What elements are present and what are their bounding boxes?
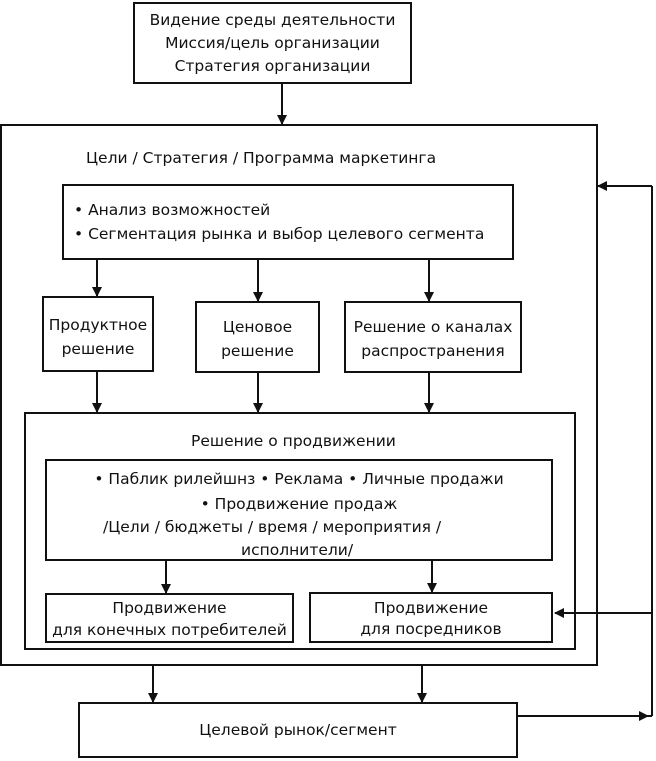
channels-decision-line-1: Решение о каналах: [353, 318, 513, 336]
marketing-title: Цели / Стратегия / Программа маркетинга: [86, 149, 437, 167]
price-decision-line-2: решение: [221, 342, 294, 360]
product-decision-line-1: Продуктное: [48, 316, 148, 334]
promotion-title: Решение о продвижении: [191, 432, 396, 450]
analysis-box: • Анализ возможностей • Сегментация рынк…: [62, 184, 514, 260]
promotion-consumers-box: Продвижение для конечных потребителей: [45, 593, 294, 643]
promotion-mix-line-4: исполнители/: [241, 541, 354, 559]
analysis-item-opportunities: • Анализ возможностей: [74, 201, 271, 219]
product-decision-line-2: решение: [61, 340, 135, 358]
strategy-line-2: Миссия/цель организации: [165, 34, 380, 52]
promotion-mix-line-3: /Цели / бюджеты / время / мероприятия /: [103, 518, 442, 536]
promotion-consumers-line-1: Продвижение: [112, 599, 227, 617]
channels-decision-line-2: распространения: [361, 342, 505, 360]
target-market-label: Целевой рынок/сегмент: [199, 721, 397, 739]
promotion-intermediaries-box: Продвижение для посредников: [309, 592, 553, 643]
promotion-consumers-line-2: для конечных потребителей: [52, 621, 287, 639]
promotion-intermediaries-line-1: Продвижение: [373, 599, 489, 617]
strategy-line-1: Видение среды деятельности: [149, 11, 396, 29]
strategy-box: Видение среды деятельности Миссия/цель о…: [133, 2, 412, 84]
strategy-line-3: Стратегия организации: [174, 57, 371, 75]
target-market-box: Целевой рынок/сегмент: [78, 702, 518, 758]
promotion-frame: [24, 412, 576, 650]
promotion-mix-line-2: • Продвижение продаж: [200, 495, 398, 513]
promotion-mix-line-1: • Паблик рилейшнз • Реклама • Личные про…: [94, 470, 504, 488]
promotion-mix-box: • Паблик рилейшнз • Реклама • Личные про…: [45, 459, 553, 561]
promotion-intermediaries-line-2: для посредников: [360, 620, 502, 638]
price-decision-line-1: Ценовое: [222, 318, 293, 336]
marketing-frame: [0, 124, 598, 666]
channels-decision-box: Решение о каналах распространения: [344, 301, 522, 373]
product-decision-box: Продуктное решение: [42, 296, 154, 372]
price-decision-box: Ценовое решение: [195, 301, 320, 373]
analysis-item-segmentation: • Сегментация рынка и выбор целевого сег…: [74, 225, 485, 243]
